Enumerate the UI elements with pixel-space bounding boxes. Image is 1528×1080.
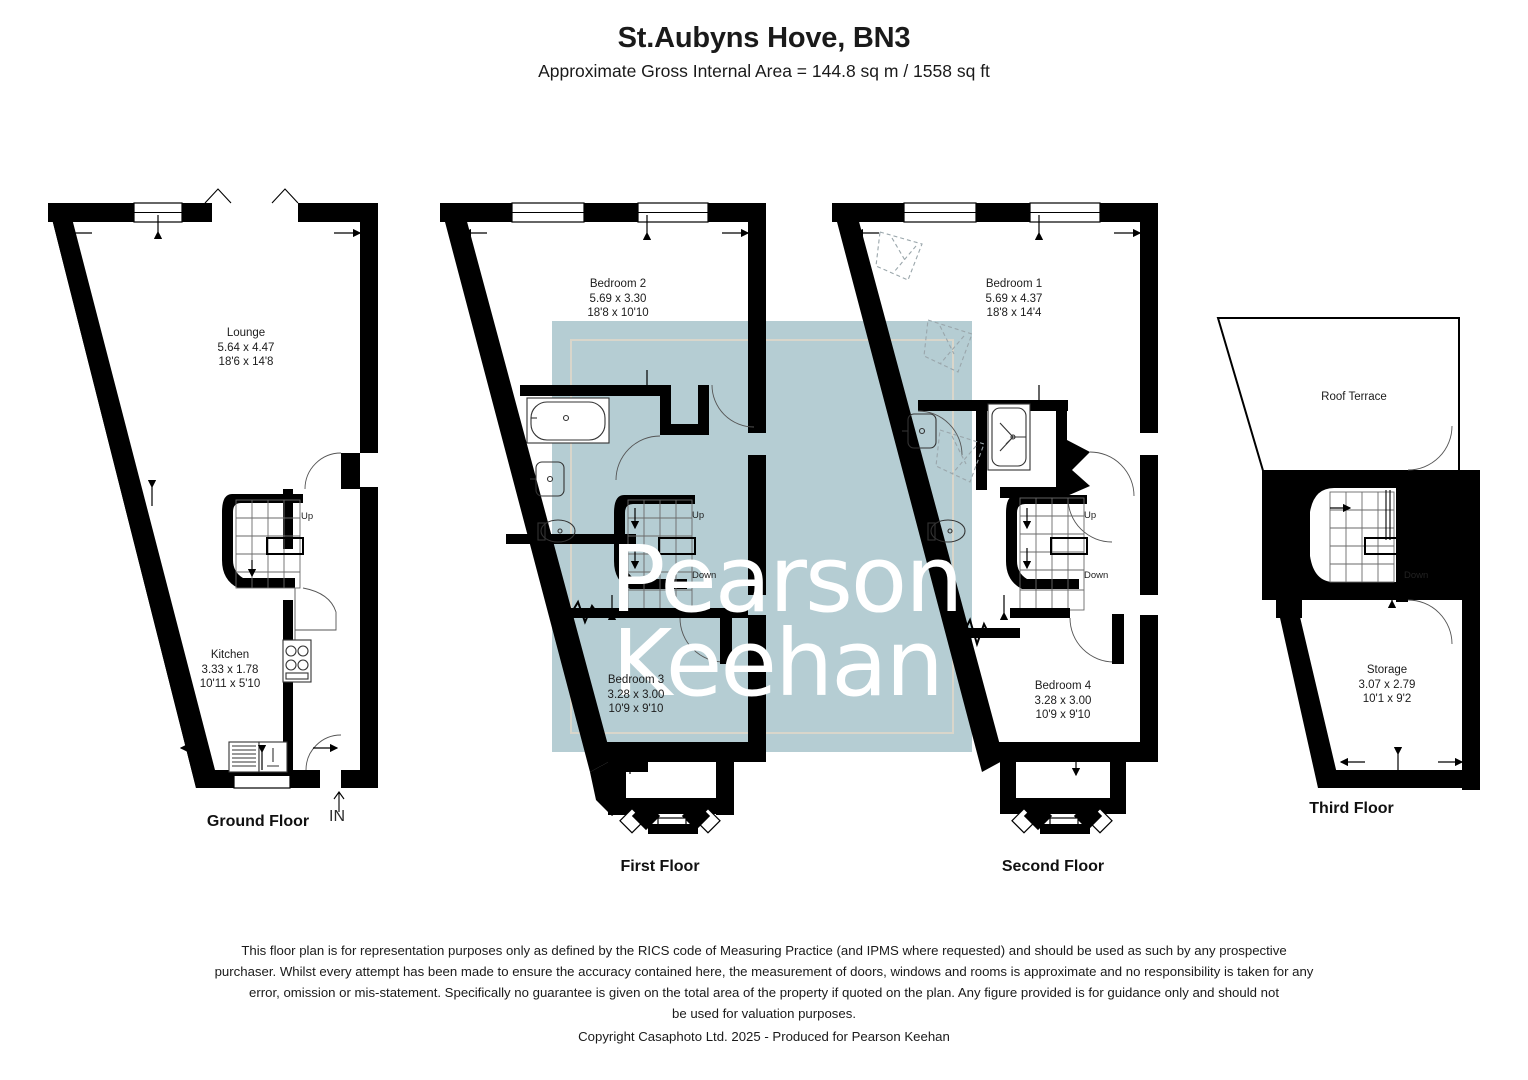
disclaimer-line-3: error, omission or mis-statement. Specif… [249, 985, 1279, 1000]
first-floor-plan [440, 202, 766, 834]
room-name: Bedroom 4 [1034, 680, 1092, 692]
room-name: Bedroom 1 [985, 278, 1043, 290]
room-name: Storage [1366, 664, 1408, 676]
room-name: Roof Terrace [1321, 391, 1387, 403]
room-dim-imperial: 18'8 x 14'4 [986, 307, 1042, 319]
room-dim-metric: 3.28 x 3.00 [1034, 694, 1092, 707]
room-label-bedroom-1: Bedroom 1 5.69 x 4.37 18'8 x 14'4 [964, 277, 1064, 321]
room-dim-metric: 3.33 x 1.78 [201, 663, 259, 676]
room-label-bedroom-2: Bedroom 2 5.69 x 3.30 18'8 x 10'10 [568, 277, 668, 321]
room-name: Bedroom 3 [607, 674, 665, 686]
stair-label-second-up: Up [1084, 510, 1097, 521]
floor-title-first: First Floor [620, 858, 700, 875]
floor-title-third: Third Floor [1309, 800, 1394, 817]
room-dim-imperial: 10'9 x 9'10 [608, 703, 664, 715]
disclaimer-line-1: This floor plan is for representation pu… [241, 943, 1287, 958]
room-dim-imperial: 10'9 x 9'10 [1035, 709, 1091, 721]
stair-label-second-down: Down [1084, 570, 1109, 581]
room-label-bedroom-3: Bedroom 3 3.28 x 3.00 10'9 x 9'10 [586, 673, 686, 717]
room-label-bedroom-4: Bedroom 4 3.28 x 3.00 10'9 x 9'10 [1013, 679, 1113, 723]
room-dim-metric: 5.64 x 4.47 [217, 341, 275, 354]
room-label-roof-terrace: Roof Terrace [1294, 390, 1414, 405]
room-dim-imperial: 18'8 x 10'10 [587, 307, 649, 319]
ground-floor-plan [48, 188, 378, 812]
page-subtitle: Approximate Gross Internal Area = 144.8 … [538, 61, 990, 82]
header: St.Aubyns Hove, BN3 Approximate Gross In… [0, 0, 1528, 82]
page-title: St.Aubyns Hove, BN3 [617, 22, 911, 54]
disclaimer-line-2: purchaser. Whilst every attempt has been… [214, 964, 1314, 979]
stair-label-third-down: Down [1404, 570, 1429, 581]
room-dim-imperial: 10'11 x 5'10 [199, 678, 261, 690]
entry-label-in: IN [329, 808, 345, 825]
room-name: Kitchen [210, 649, 250, 661]
stair-label-first-up: Up [692, 510, 705, 521]
floor-title-ground: Ground Floor [206, 813, 310, 830]
room-label-storage: Storage 3.07 x 2.79 10'1 x 9'2 [1337, 663, 1437, 707]
third-floor-plan [1216, 317, 1480, 790]
room-dim-metric: 5.69 x 4.37 [985, 292, 1043, 305]
room-dim-metric: 5.69 x 3.30 [589, 292, 647, 305]
room-name: Bedroom 2 [589, 278, 647, 290]
copyright-line: Copyright Casaphoto Ltd. 2025 - Produced… [578, 1029, 950, 1044]
room-dim-metric: 3.28 x 3.00 [607, 688, 665, 701]
stair-label-ground-up: Up [301, 511, 314, 522]
stair-label-first-down: Down [692, 570, 717, 581]
room-label-lounge: Lounge 5.64 x 4.47 18'6 x 14'8 [196, 326, 296, 370]
room-name: Lounge [226, 327, 266, 339]
room-label-kitchen: Kitchen 3.33 x 1.78 10'11 x 5'10 [180, 648, 280, 692]
second-floor-plan [832, 202, 1158, 834]
room-dim-imperial: 18'6 x 14'8 [218, 356, 274, 368]
disclaimer-line-4: be used for valuation purposes. [671, 1006, 856, 1021]
floor-title-second: Second Floor [1001, 858, 1105, 875]
room-dim-metric: 3.07 x 2.79 [1358, 678, 1416, 691]
room-dim-imperial: 10'1 x 9'2 [1362, 693, 1412, 705]
disclaimer: This floor plan is for representation pu… [0, 940, 1528, 1047]
